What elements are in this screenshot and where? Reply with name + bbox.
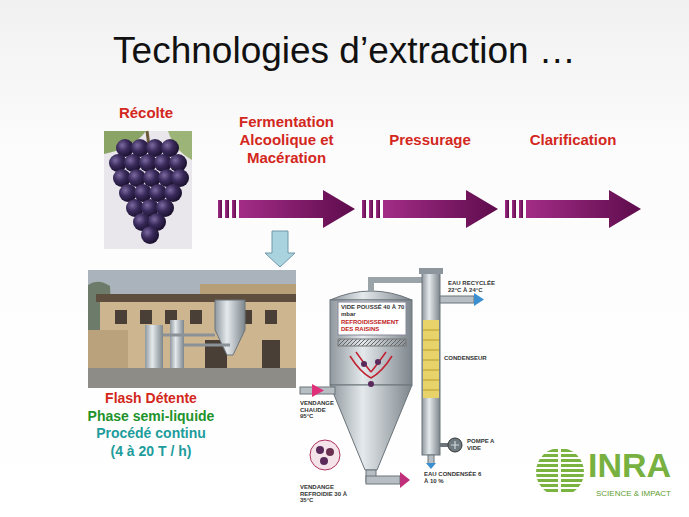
condenser-column bbox=[423, 320, 439, 398]
flash-detente-vessel bbox=[400, 472, 410, 488]
arrow-stripe bbox=[362, 200, 366, 218]
process-step: Fermentation Alcoolique et Macération bbox=[218, 113, 355, 228]
flash-detente-vessel bbox=[300, 274, 431, 488]
winery-photo bbox=[115, 310, 280, 368]
flash-detente-vessel bbox=[330, 300, 412, 385]
grape-photo bbox=[141, 226, 159, 244]
flash-detente-vessel bbox=[316, 446, 324, 454]
flow-arrow bbox=[265, 231, 295, 267]
condenser-column bbox=[428, 455, 434, 464]
condenser-column bbox=[440, 296, 474, 303]
harvest-step: Récolte bbox=[100, 104, 192, 248]
process-step: Pressurage bbox=[362, 131, 498, 228]
pipe-label: EAU RECYCLÉE 22°C À 24°C bbox=[448, 280, 508, 293]
winery-photo bbox=[145, 325, 163, 370]
step-label: Pressurage bbox=[369, 131, 491, 149]
pipe-label: VENDANGE CHAUDE 95°C bbox=[300, 400, 336, 420]
grape-photo bbox=[109, 139, 189, 244]
step-label: Fermentation Alcoolique et Macération bbox=[226, 113, 348, 167]
step-label: Récolte bbox=[100, 104, 192, 122]
block-text: Flash Détente bbox=[105, 390, 197, 408]
flash-detente-vessel bbox=[326, 448, 334, 456]
arrow-stripe bbox=[369, 200, 373, 218]
flash-detente-vessel bbox=[310, 440, 340, 470]
condenser-column bbox=[448, 438, 462, 452]
block-text: Phase semi-liquide bbox=[88, 408, 215, 426]
block-text: Procédé continu (4 à 20 T / h) bbox=[92, 425, 210, 460]
condenser-column bbox=[426, 463, 436, 469]
winery-photo bbox=[88, 270, 296, 388]
process-step: Clarification bbox=[505, 131, 641, 228]
winery-photo bbox=[88, 270, 296, 388]
condenser-column bbox=[451, 441, 459, 449]
flash-detente-vessel bbox=[330, 291, 412, 300]
winery-photo bbox=[265, 310, 277, 324]
flash-detente-vessel bbox=[375, 359, 381, 365]
winery-photo bbox=[88, 330, 128, 370]
flash-detente-vessel bbox=[361, 361, 367, 367]
winery-photo bbox=[140, 310, 152, 324]
arrow-body bbox=[239, 190, 355, 228]
flash-detente-vessel bbox=[350, 352, 392, 378]
logo-symbol bbox=[558, 446, 561, 498]
winery-photo bbox=[170, 320, 184, 370]
part-name: CONDENSEUR bbox=[444, 355, 494, 362]
winery-photo bbox=[200, 284, 296, 294]
logo-symbol bbox=[536, 446, 584, 498]
flash-detente-vessel bbox=[366, 476, 400, 484]
process-arrow bbox=[505, 190, 641, 228]
winery-photo bbox=[215, 300, 245, 355]
grape-photo bbox=[104, 131, 192, 249]
process-arrow bbox=[218, 190, 355, 228]
step-label: Clarification bbox=[512, 131, 634, 149]
flash-detente-vessel bbox=[330, 385, 412, 470]
process-arrow bbox=[362, 190, 498, 228]
arrow-stripe bbox=[218, 200, 222, 218]
winery-photo bbox=[100, 302, 296, 370]
arrow-stripe bbox=[505, 200, 509, 218]
logo-text: INRA bbox=[588, 447, 671, 484]
winery-photo bbox=[262, 340, 280, 368]
winery-photo bbox=[115, 310, 127, 324]
arrow-stripe bbox=[512, 200, 516, 218]
pipe-label: VENDANGE REFROIDIE 30 À 35°C bbox=[300, 484, 354, 504]
winery-photo bbox=[96, 294, 296, 302]
arrow-stripe bbox=[519, 200, 523, 218]
condenser-column bbox=[423, 330, 439, 390]
winery-photo bbox=[88, 368, 296, 388]
winery-photo bbox=[163, 335, 230, 345]
condenser-column bbox=[474, 293, 484, 306]
process-arrow bbox=[505, 190, 641, 228]
pipe-label: EAU CONDENSÉE 6 À 10 % bbox=[424, 471, 482, 484]
flash-detente-vessel bbox=[320, 457, 328, 465]
flash-detente-vessel bbox=[368, 381, 374, 387]
vessel-label: REFROIDISSEMENT DES RAISINS bbox=[341, 319, 405, 332]
arrow-stripe bbox=[225, 200, 229, 218]
condenser-column bbox=[419, 268, 443, 274]
grape-photo bbox=[104, 131, 192, 249]
winery-photo bbox=[190, 310, 202, 324]
arrow-body bbox=[383, 190, 498, 228]
arrow-stripe bbox=[376, 200, 380, 218]
flash-detente-vessel bbox=[338, 302, 406, 335]
arrow-body bbox=[526, 190, 641, 228]
arrow-stripe bbox=[232, 200, 236, 218]
process-block: Flash DétentePhase semi-liquideProcédé c… bbox=[86, 268, 298, 460]
condenser-column bbox=[422, 272, 440, 455]
vessel-label: VIDE POUSSÉ 40 À 70 mbar bbox=[341, 304, 405, 317]
process-arrow bbox=[362, 190, 498, 228]
part-name: POMPE A VIDE bbox=[467, 438, 503, 451]
logo-tagline: SCIENCE & IMPACT bbox=[596, 490, 671, 499]
flash-detente-vessel bbox=[338, 339, 406, 346]
process-arrow bbox=[218, 190, 355, 228]
condenser-column bbox=[440, 443, 448, 447]
flash-detente-vessel bbox=[312, 384, 324, 397]
slide-title: Technologies d’extraction … bbox=[113, 30, 576, 72]
